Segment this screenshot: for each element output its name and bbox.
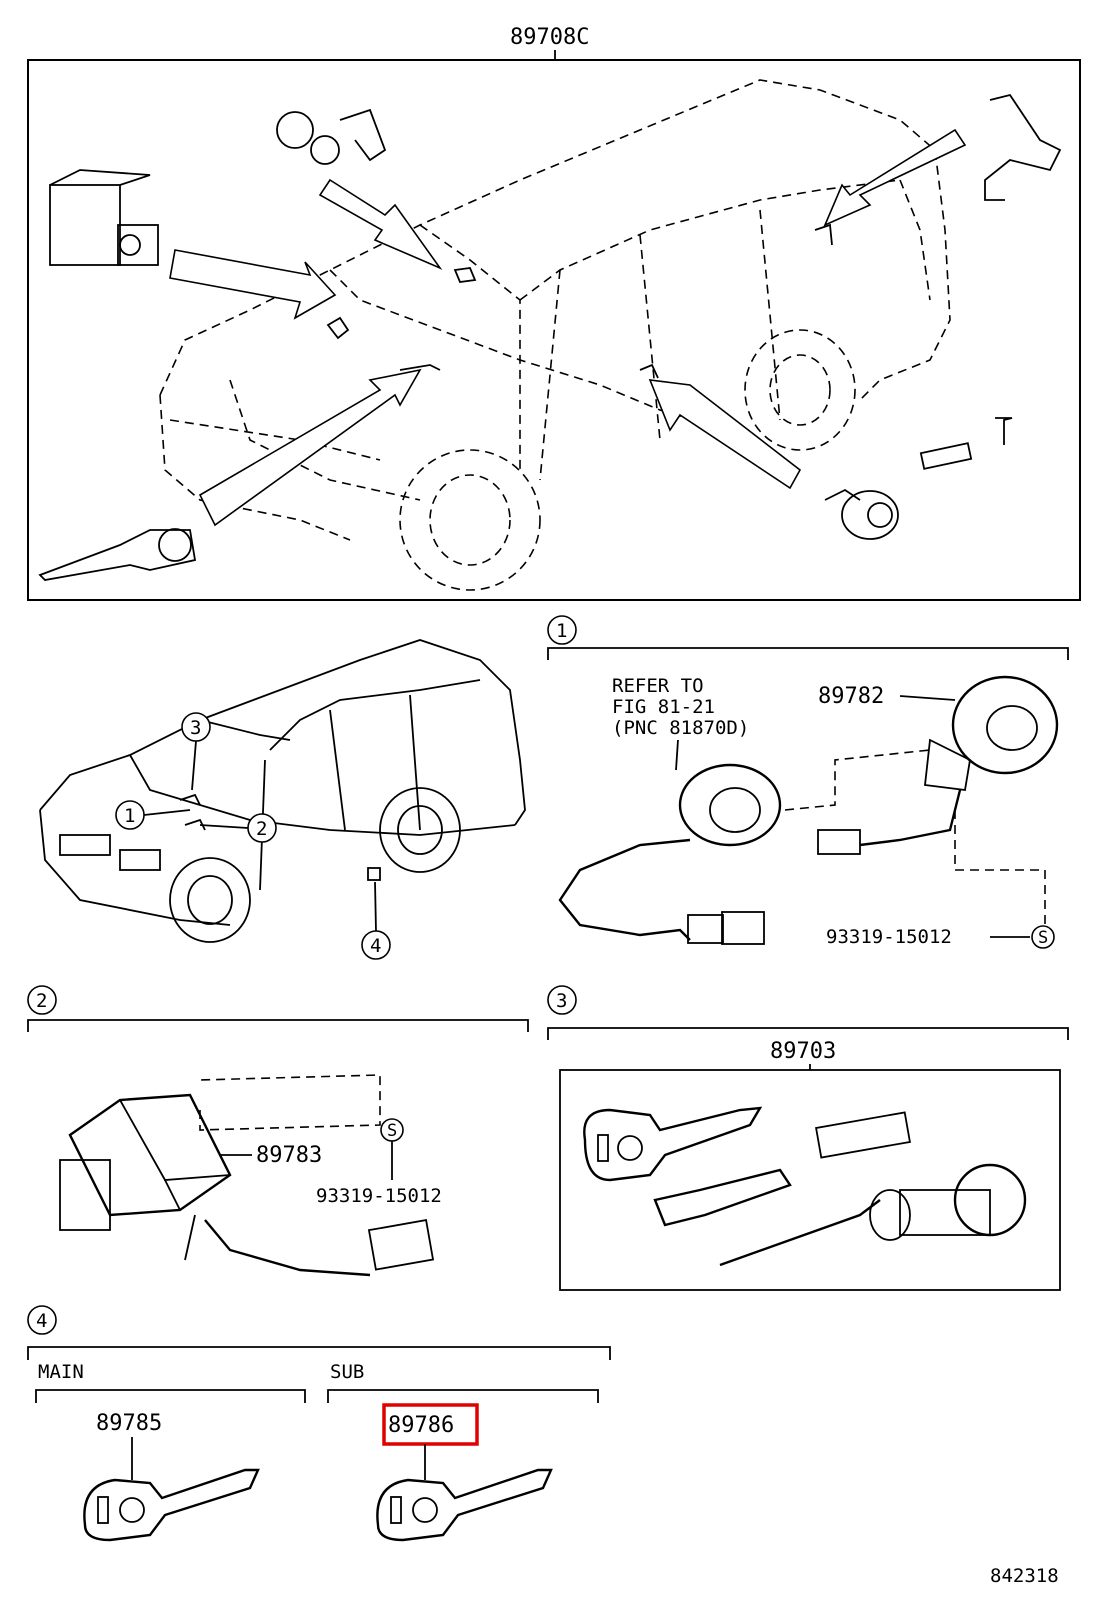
section-2-part-main[interactable]: 89783 [256,1143,322,1168]
section-4-badge [27,1305,57,1335]
section-2-number: 2 [36,990,47,1012]
figure-id: 842318 [990,1565,1059,1587]
section-1-part-main[interactable]: 89782 [818,684,884,709]
sub-key-part-number[interactable]: 89786 [388,1413,454,1438]
main-key-label: MAIN [38,1361,84,1383]
top-arrows [169,128,967,527]
svg-text:S: S [387,1121,397,1141]
refer-line-3: (PNC 81870D) [612,717,749,739]
top-components [38,93,1062,581]
section-4-number: 4 [36,1310,47,1332]
top-vehicle-outline [159,79,951,591]
svg-text:1: 1 [124,805,135,827]
svg-text:3: 3 [190,717,201,739]
refer-line-2: FIG 81-21 [612,696,715,718]
svg-text:2: 2 [256,818,267,840]
section-3-number: 3 [556,990,567,1012]
section-1-part-screw[interactable]: 93319-15012 [826,926,952,948]
refer-line-1: REFER TO [612,675,704,697]
section-2-s-marker: S [380,1118,404,1142]
svg-text:4: 4 [370,935,381,957]
main-key-part-number[interactable]: 89785 [96,1411,162,1436]
callout-2[interactable]: 2 [199,813,277,843]
overview-vehicle: 3 1 2 4 [39,639,526,960]
section-3-badge [547,985,577,1015]
section-2-part-screw[interactable]: 93319-15012 [316,1185,442,1207]
section-4: 4 MAIN SUB 89785 89786 [27,1305,611,1542]
section-1-s-marker: S [1031,925,1055,949]
sub-key-part-highlight[interactable]: 89786 [382,1403,479,1446]
top-panel-frame [27,59,1081,601]
section-1-badge [547,615,577,645]
main-key-icon [83,1468,260,1542]
section-2: 2 89783 S 93319-15012 [27,985,529,1277]
svg-text:S: S [1038,928,1048,948]
callout-3[interactable]: 3 [181,712,211,791]
section-3-part-main[interactable]: 89703 [770,1039,836,1064]
callout-1[interactable]: 1 [115,800,191,830]
section-2-badge [27,985,57,1015]
sub-key-icon [376,1468,553,1542]
section-1: 1 REFER TO FIG 81-21 (PNC 81870D) 89782 … [547,615,1069,949]
section-3-frame [559,1069,1061,1291]
section-1-number: 1 [556,620,567,642]
callout-4[interactable]: 4 [361,881,391,960]
section-3: 3 89703 [547,985,1069,1291]
top-panel: 89708C [27,25,1081,601]
sub-key-label: SUB [330,1361,364,1383]
top-part-number[interactable]: 89708C [510,25,589,50]
